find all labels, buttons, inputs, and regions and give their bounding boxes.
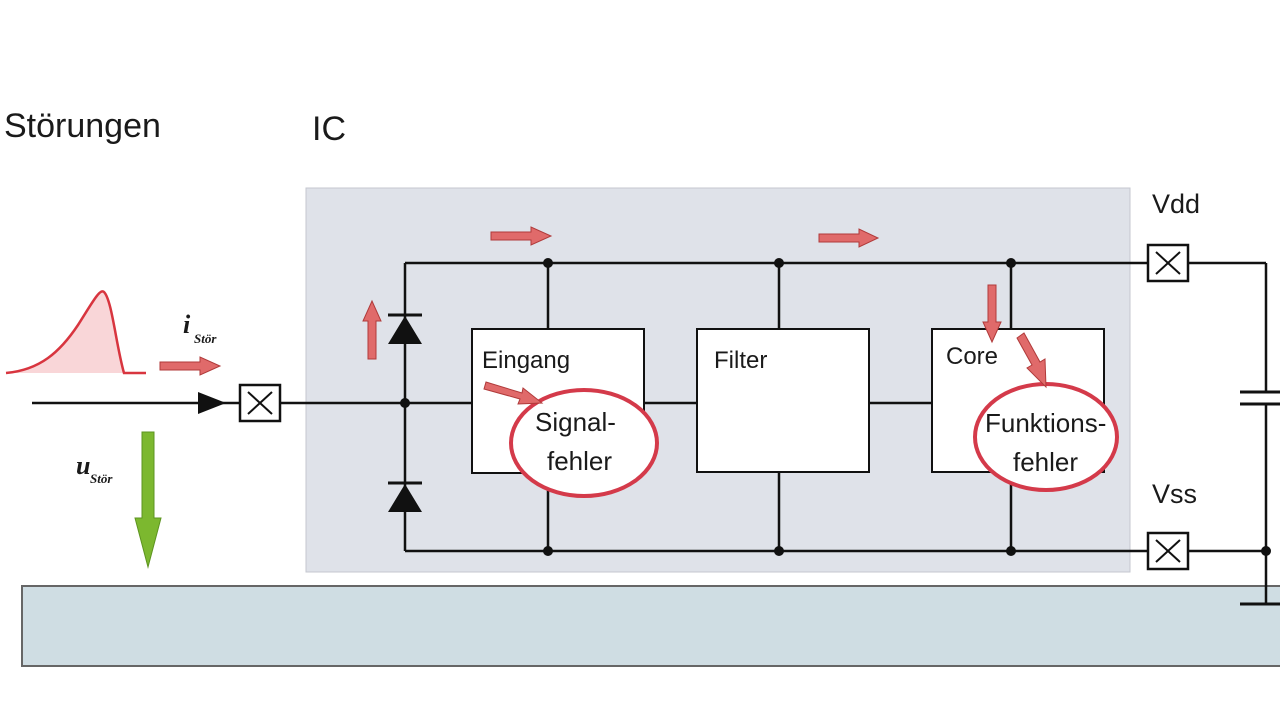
core-down-arrow-icon [982, 284, 1002, 344]
voltage-label: u Stör [76, 451, 113, 486]
diode-up-arrow-icon [362, 299, 382, 360]
filter-block [696, 328, 870, 473]
signal-error-ellipse [509, 388, 659, 498]
disturbance-pulse [6, 291, 124, 373]
top-arrow-right-icon [818, 228, 880, 248]
voltage-arrow-icon [134, 431, 162, 569]
svg-text:u: u [76, 451, 90, 480]
disturbance-pulse-outline [5, 290, 146, 375]
input-pad-icon [238, 383, 282, 423]
ic-title: IC [312, 110, 346, 148]
eingang-label: Eingang [482, 347, 570, 374]
filter-label: Filter [714, 347, 767, 374]
signal-error-line2: fehler [547, 446, 612, 476]
lower-diode-icon [388, 481, 422, 512]
core-label: Core [946, 343, 998, 370]
vss-label: Vss [1152, 479, 1197, 509]
input-arrow-icon [198, 392, 226, 414]
svg-text:Stör: Stör [90, 471, 113, 486]
function-error-line2: fehler [1013, 447, 1078, 477]
top-arrow-left-icon [490, 226, 553, 246]
core-diag-arrow-icon [1016, 332, 1047, 389]
upper-diode-icon [388, 313, 422, 344]
decoupling-capacitor-icon [1240, 390, 1280, 406]
current-label: i Stör [183, 310, 217, 346]
vdd-pad-icon [1146, 243, 1190, 283]
svg-text:i: i [183, 310, 191, 339]
stoerungen-title: Störungen [4, 107, 161, 145]
eingang-diag-arrow-icon [483, 381, 544, 405]
vss-pad-icon [1146, 531, 1190, 571]
svg-text:Stör: Stör [194, 331, 217, 346]
current-arrow-icon [159, 356, 222, 376]
signal-error-line1: Signal- [535, 407, 616, 437]
function-error-line1: Funktions- [985, 408, 1106, 438]
ground-plane [21, 585, 1280, 667]
vdd-label: Vdd [1152, 189, 1200, 219]
